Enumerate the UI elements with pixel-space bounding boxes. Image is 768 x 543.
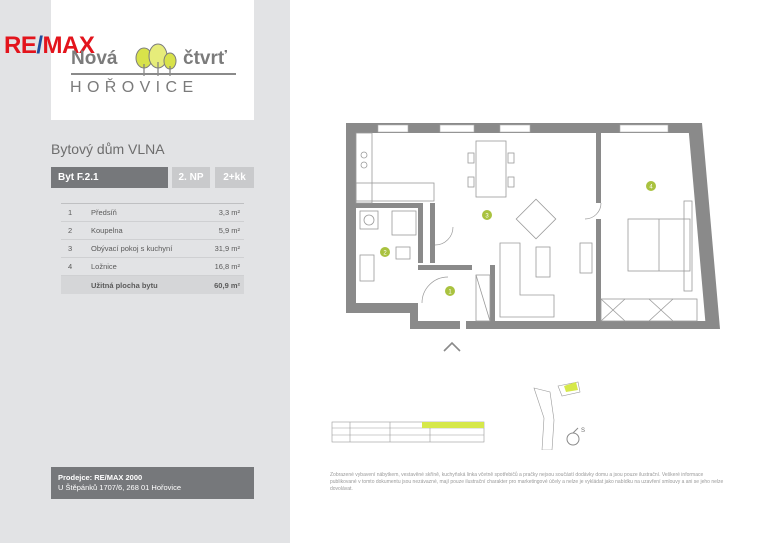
agent-box: Prodejce: RE/MAX 2000 U Štěpánků 1707/6,…	[51, 467, 254, 499]
building-title: Bytový dům VLNA	[51, 141, 165, 157]
total-area: 60,9 m²	[214, 280, 240, 290]
compass-label: S	[581, 428, 585, 434]
room-number: 2	[68, 226, 73, 235]
interior-walls	[356, 133, 601, 323]
layout-badge: 2+kk	[215, 167, 254, 188]
floor-plan: 1 2 3 4	[346, 123, 720, 352]
bathroom-fixtures	[359, 210, 417, 282]
total-row: Užitná plocha bytu 60,9 m²	[61, 276, 244, 294]
disclaimer-text: Zobrazené vybavení nábytkem, vestavěné s…	[330, 472, 724, 492]
logo-city: HOŘOVICE	[70, 79, 199, 96]
table-row: 1 Předsíň 3,3 m²	[61, 204, 244, 222]
room-name: Ložnice	[91, 262, 117, 271]
armchair	[515, 198, 557, 240]
total-label: Užitná plocha bytu	[91, 280, 158, 290]
room-number: 3	[68, 244, 73, 253]
room-name: Obývací pokoj s kuchyní	[91, 244, 173, 253]
room-area: 3,3 m²	[218, 208, 240, 217]
logo-word-ctvrt: čtvrť	[183, 48, 227, 69]
site-footprint	[533, 381, 581, 450]
room-table: 1 Předsíň 3,3 m² 2 Koupelna 5,9 m² 3 Obý…	[61, 203, 244, 294]
outer-walls	[346, 123, 720, 329]
highlighted-floor	[422, 422, 484, 428]
room-area: 16,8 m²	[214, 262, 240, 271]
bed	[627, 200, 693, 292]
agent-address: U Štěpánků 1707/6, 268 01 Hořovice	[58, 483, 181, 492]
door-swings	[421, 202, 602, 304]
table-row: 4 Ložnice 16,8 m²	[61, 258, 244, 276]
site-plan: S	[331, 381, 585, 450]
dining-table	[467, 140, 515, 198]
windows	[377, 124, 669, 133]
compass-icon	[566, 432, 580, 446]
table-row: 3 Obývací pokoj s kuchyní 31,9 m²	[61, 240, 244, 258]
room-marker-1: 1	[448, 290, 452, 296]
sofa	[499, 242, 593, 318]
room-markers: 1 2 3 4	[380, 181, 656, 296]
logo-divider	[71, 73, 236, 75]
highlighted-unit	[564, 382, 578, 392]
room-number: 1	[68, 208, 73, 217]
kitchen-counter	[355, 132, 435, 204]
floor-badge: 2. NP	[172, 167, 210, 188]
room-name: Předsíň	[91, 208, 117, 217]
room-marker-4: 4	[649, 185, 653, 191]
room-marker-2: 2	[383, 251, 387, 257]
agent-title: Prodejce: RE/MAX 2000	[58, 473, 143, 482]
entrance-chevron-icon	[443, 341, 461, 352]
wardrobe	[475, 274, 698, 322]
room-area: 31,9 m²	[214, 244, 240, 253]
room-name: Koupelna	[91, 226, 123, 235]
remax-logo: RE/MAX	[4, 32, 95, 59]
logo-word-nova: Nová	[71, 48, 118, 69]
unit-badge: Byt F.2.1	[51, 167, 168, 188]
room-number: 4	[68, 262, 73, 271]
room-marker-3: 3	[485, 214, 489, 220]
room-area: 5,9 m²	[218, 226, 240, 235]
table-row: 2 Koupelna 5,9 m²	[61, 222, 244, 240]
trees-logo-icon	[135, 43, 177, 76]
